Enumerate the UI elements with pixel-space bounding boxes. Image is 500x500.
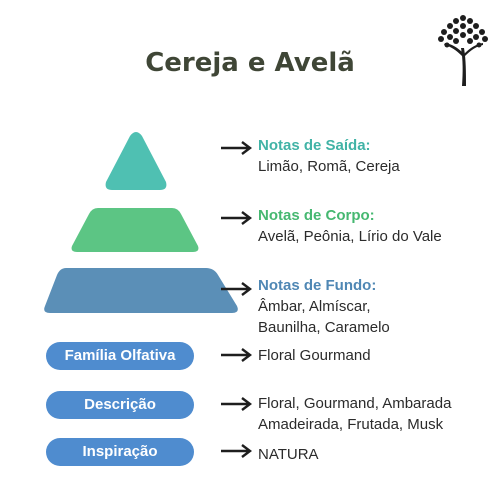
inspiracao-text: NATURA xyxy=(258,444,319,465)
tree-logo-icon xyxy=(438,15,488,86)
familia-olfativa-line: Floral Gourmand xyxy=(258,347,371,364)
descricao-line: Amadeirada, Frutada, Musk xyxy=(258,416,444,433)
descricao-badge: Descrição xyxy=(46,391,194,419)
descricao-line: Floral, Gourmand, Ambarada xyxy=(258,395,452,412)
notas-corpo-line: Avelã, Peônia, Lírio do Vale xyxy=(258,228,442,245)
arrow-right-icon xyxy=(221,397,252,411)
notas-saida-heading: Notas de Saída: xyxy=(258,137,371,154)
pyramid-top-layer xyxy=(105,132,167,190)
notas-saida-line: Limão, Romã, Cereja xyxy=(258,158,400,175)
notas-corpo-heading: Notas de Corpo: xyxy=(258,207,375,224)
inspiracao-badge: Inspiração xyxy=(46,438,194,466)
notas-saida-text: Limão, Romã, Cereja xyxy=(258,156,400,177)
arrow-right-icon xyxy=(221,211,252,225)
familia-olfativa-badge: Família Olfativa xyxy=(46,342,194,370)
arrow-right-icon xyxy=(221,348,252,362)
arrow-right-icon xyxy=(221,444,252,458)
inspiracao-line: NATURA xyxy=(258,446,319,463)
descricao-text: Floral, Gourmand, Ambarada Amadeirada, F… xyxy=(258,393,451,435)
arrow-right-icon xyxy=(221,282,252,296)
notas-fundo-heading: Notas de Fundo: xyxy=(258,277,377,294)
notas-corpo-text: Avelã, Peônia, Lírio do Vale xyxy=(258,226,442,247)
page-title: Cereja e Avelã xyxy=(145,48,355,78)
notas-fundo-line: Baunilha, Caramelo xyxy=(258,319,390,336)
arrow-right-icon xyxy=(221,141,252,155)
familia-olfativa-text: Floral Gourmand xyxy=(258,345,371,366)
notas-fundo-text: Âmbar, Almíscar, Baunilha, Caramelo xyxy=(258,296,390,338)
pyramid-base-layer xyxy=(44,268,238,313)
notas-fundo-line: Âmbar, Almíscar, xyxy=(258,298,371,315)
pyramid-middle-layer xyxy=(71,208,199,252)
